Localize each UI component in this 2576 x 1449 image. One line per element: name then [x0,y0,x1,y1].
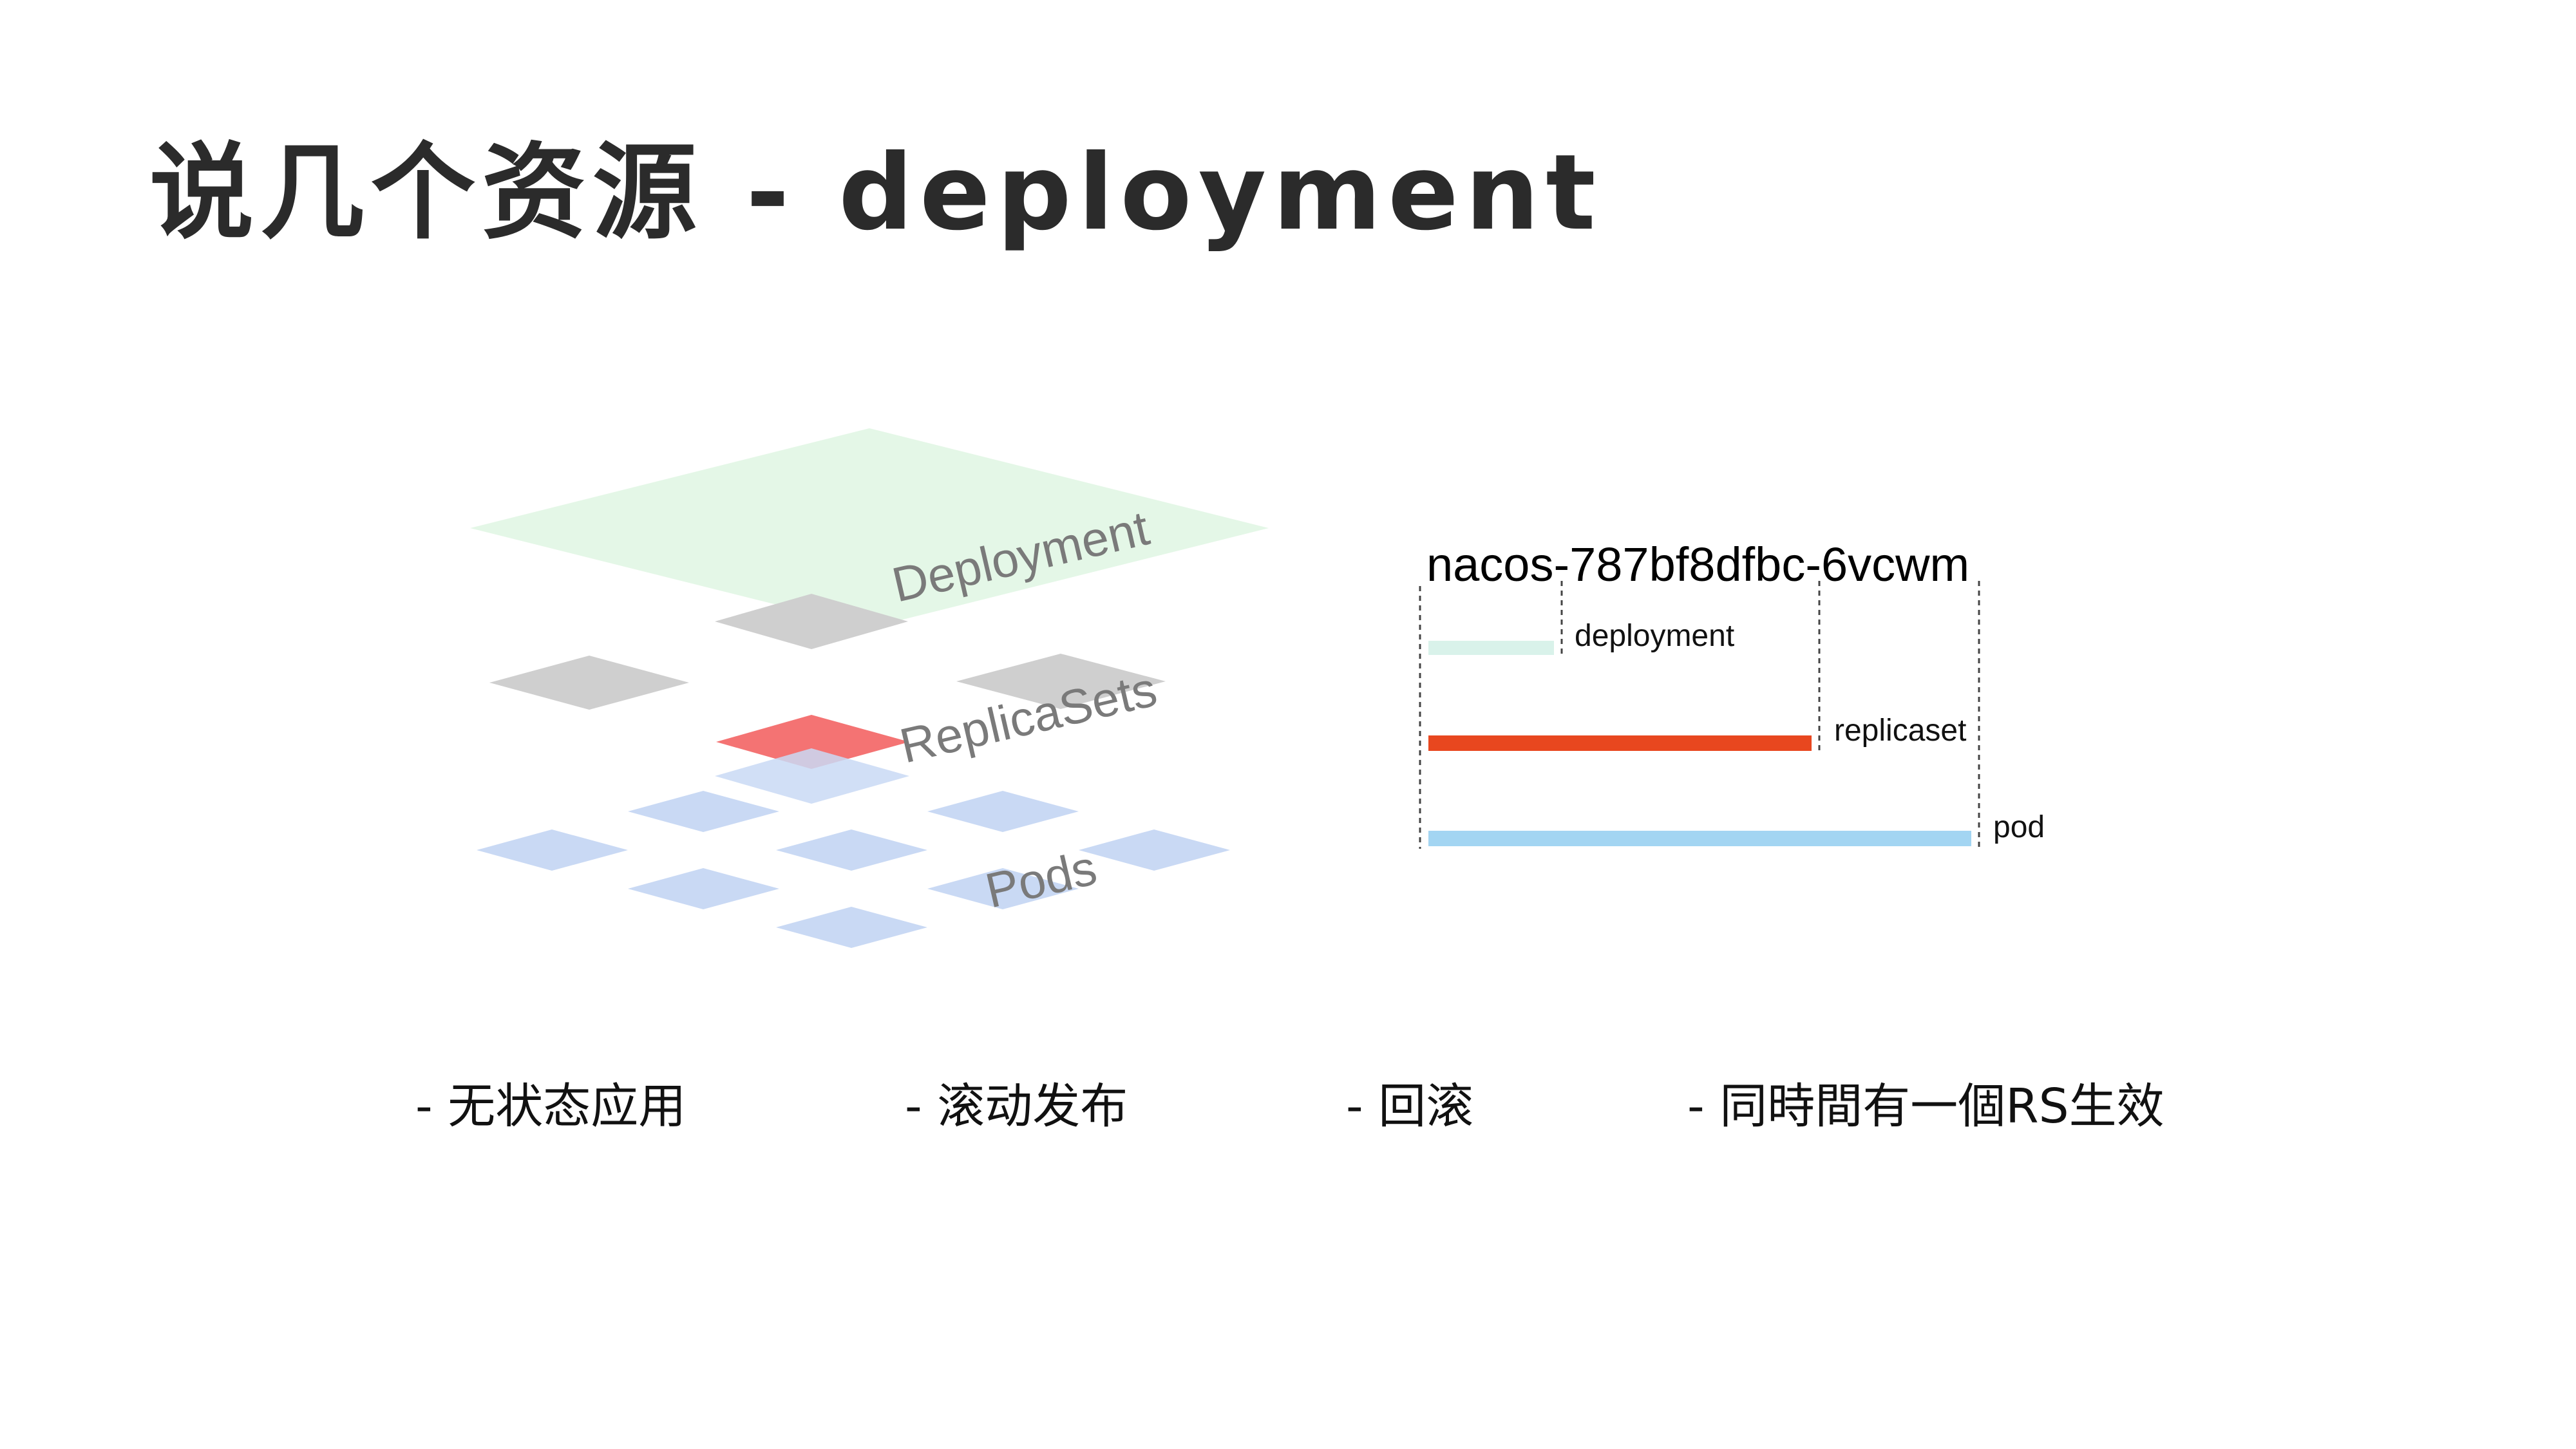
pod-plate [1079,829,1230,871]
replicaset-plate [489,656,689,710]
pod-plate [628,791,779,832]
pod-plate [776,907,927,948]
pods-layer-label: Pods [981,840,1102,919]
feature-item: - 同時間有一個RS生效 [1687,1079,2164,1134]
pod-plate [715,748,909,804]
pod-plate [927,868,1079,909]
replicaset-plate [956,654,1166,709]
feature-list: - 无状态应用 - 滚动发布 - 回滚 - 同時間有一個RS生效 [0,1074,2576,1139]
pod-plate [628,868,779,909]
pod-name: nacos-787bf8dfbc-6vcwm [1426,538,1970,591]
feature-item: - 无状态应用 [415,1079,687,1134]
pod-plate [477,829,628,871]
feature-item: - 滚动发布 [905,1079,1128,1134]
deployment-segment-label: deployment [1575,619,1735,653]
pod-name-breakdown [1419,581,1980,849]
page-title: 说几个资源 - deployment [149,133,1602,254]
deployment-segment-bar [1428,641,1554,655]
replicaset-segment-bar [1428,735,1812,751]
deployment-plane [470,428,1269,628]
pod-plate [776,829,927,871]
replicaset-segment-label: replicaset [1834,714,1967,748]
replicaset-plate-active [716,715,909,769]
layer-stack-diagram: Deployment ReplicaSets Pods [470,428,1269,948]
feature-item: - 回滚 [1346,1079,1474,1134]
replicaset-plate [715,594,908,649]
pod-plate [927,791,1079,832]
pod-segment-label: pod [1993,810,2045,844]
pod-segment-bar [1428,831,1971,846]
